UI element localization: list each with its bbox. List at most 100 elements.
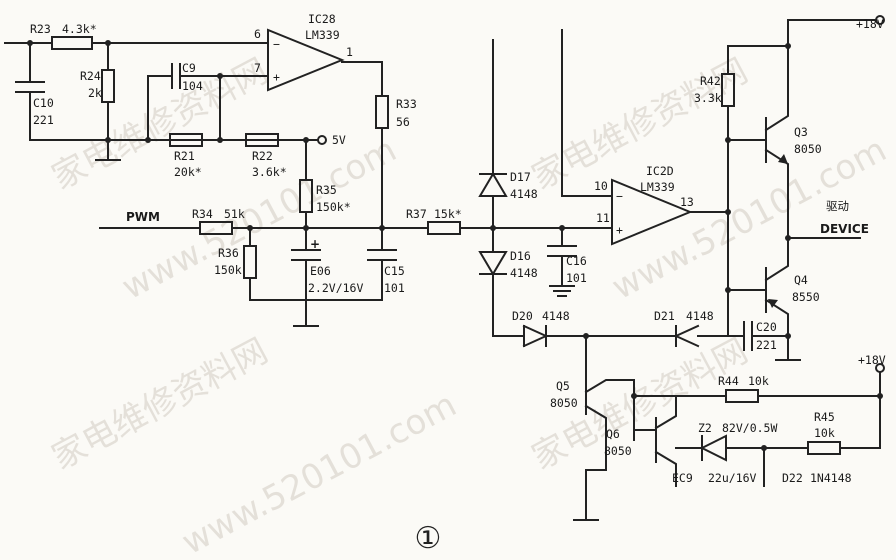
q3-value: 8050 [794, 142, 822, 156]
r24-body [101, 69, 115, 103]
d20-label: D20 [512, 309, 533, 323]
ic28-pin6: 6 [254, 27, 261, 41]
z2-symbol [675, 434, 809, 462]
ic28-name: IC28 [308, 12, 336, 26]
r37-body [427, 221, 461, 235]
terminal-18v-top [875, 15, 885, 25]
r45-value: 10k [814, 426, 835, 440]
q5-value: 8050 [550, 396, 578, 410]
figure-number: ① [415, 521, 442, 556]
r36-value: 150k [214, 263, 242, 277]
r22-value: 3.6k* [252, 165, 287, 179]
ic2d-pin10: 10 [594, 179, 608, 193]
d17-value: 4148 [510, 187, 538, 201]
r35-value: 150k* [316, 200, 351, 214]
ic2d-minus: − [616, 189, 623, 203]
label-18v-top: +18V [856, 17, 884, 31]
ec9-value: 22u/16V [708, 471, 757, 485]
r23-label: R23 [30, 22, 51, 36]
pwm-label: PWM [126, 210, 160, 224]
ic28-plus: + [273, 70, 280, 84]
ec9-label: EC9 [672, 471, 693, 485]
r21-label: R21 [174, 149, 195, 163]
q3-arrow [778, 154, 788, 164]
r37-value: 15k* [434, 207, 462, 221]
r36-label: R36 [218, 246, 239, 260]
d17-symbol [478, 172, 508, 197]
terminal-18v-bottom [875, 363, 885, 373]
q4-arrow [768, 299, 778, 308]
wire-r36-bottom [249, 277, 307, 301]
r23-value: 4.3k* [62, 22, 97, 36]
node-c20 [785, 333, 791, 339]
wire-r44-18v [757, 371, 881, 397]
r24-value: 2k [88, 86, 102, 100]
r24-ground [95, 101, 121, 161]
d20-symbol [522, 324, 549, 348]
e06-value: 2.2V/16V [308, 281, 363, 295]
q6-symbol [633, 395, 677, 487]
r22-label: R22 [252, 149, 273, 163]
q4-label: Q4 [794, 273, 808, 287]
c10-label: C10 [33, 96, 54, 110]
r37-label: R37 [406, 207, 427, 221]
d22-value: 1N4148 [810, 471, 852, 485]
terminal-5v [317, 135, 327, 145]
device-label: DEVICE [820, 222, 869, 236]
node-r21-r22 [217, 137, 223, 143]
c10-value: 221 [33, 113, 54, 127]
c15-value: 101 [384, 281, 405, 295]
r33-body [375, 95, 389, 129]
c15-symbol [305, 227, 397, 301]
d16-label: D16 [510, 249, 531, 263]
node-ic2d-out [725, 209, 731, 215]
wire-18v-top [727, 19, 877, 47]
e06-symbol [291, 227, 321, 327]
c10-symbol [15, 42, 301, 141]
node-r24-bottom [105, 137, 111, 143]
c20-value: 221 [756, 338, 777, 352]
r42-label: R42 [700, 74, 721, 88]
d16-symbol [478, 227, 525, 337]
d21-value: 4148 [686, 309, 714, 323]
wire-ic28-out [341, 61, 383, 97]
node-c9 [145, 137, 151, 143]
ic28-minus: − [273, 37, 280, 51]
ic2d-pin13: 13 [680, 195, 694, 209]
d22-label: D22 [782, 471, 803, 485]
node-r35 [303, 137, 309, 143]
d20-value: 4148 [542, 309, 570, 323]
drive-cn-label: 驱动 [826, 199, 849, 213]
c20-symbol [727, 321, 789, 351]
watermark-url-2: www.520101.com [605, 130, 892, 308]
d21-symbol [673, 324, 729, 348]
q4-value: 8550 [792, 290, 820, 304]
r24-label: R24 [80, 69, 101, 83]
q5-label: Q5 [556, 379, 570, 393]
wire-ic2d-pin10 [561, 29, 613, 197]
c16-value: 101 [566, 271, 587, 285]
r45-label: R45 [814, 410, 835, 424]
watermark-cn-3: 家电维修资料网 [45, 331, 274, 478]
z2-value: 82V/0.5W [722, 421, 777, 435]
r34-label: R34 [192, 207, 213, 221]
e06-plus: + [310, 237, 320, 251]
q3-symbol [727, 45, 789, 239]
c9-value: 104 [182, 79, 203, 93]
r21-body [169, 133, 203, 147]
r44-value: 10k [748, 374, 769, 388]
r36-body [243, 245, 257, 279]
d16-value: 4148 [510, 266, 538, 280]
r35-label: R35 [316, 183, 337, 197]
watermark-cn-2: 家电维修资料网 [525, 51, 754, 198]
q6-label: Q6 [606, 427, 620, 441]
r33-label: R33 [396, 97, 417, 111]
c20-label: C20 [756, 320, 777, 334]
ic2d-part: LM339 [640, 180, 675, 194]
d21-label: D21 [654, 309, 675, 323]
wire-r45-18v [839, 395, 881, 449]
r21-value: 20k* [174, 165, 202, 179]
ic28-triangle [267, 28, 345, 92]
ic28-part: LM339 [305, 28, 340, 42]
